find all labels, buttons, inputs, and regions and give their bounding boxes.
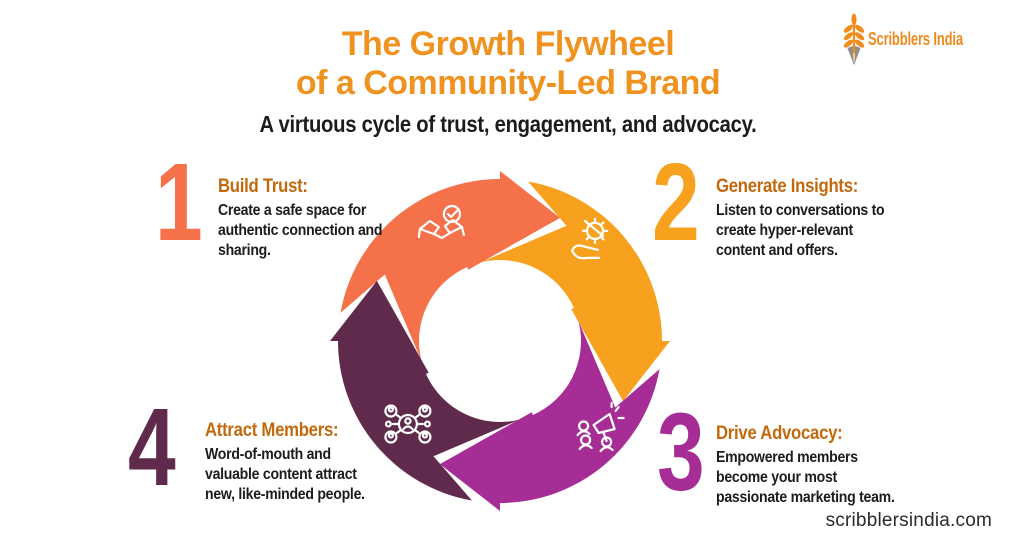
step-heading: Attract Members: [205, 420, 339, 441]
wheat-pen-icon [843, 13, 865, 66]
step-body-line: sharing. [218, 242, 271, 259]
step-number: 1 [155, 141, 203, 264]
step-text: Generate Insights: Listen to conversatio… [716, 176, 901, 261]
step-text: Build Trust: Create a safe space for aut… [218, 176, 403, 261]
step-body-line: Word-of-mouth and [205, 446, 331, 463]
title-block: The Growth Flywheel of a Community-Led B… [168, 25, 848, 138]
attract-members-arrow [330, 280, 520, 501]
page-title-line2: of a Community-Led Brand [295, 64, 721, 102]
step-body-line: become your most [716, 469, 837, 486]
step-number: 4 [128, 386, 176, 509]
brand-name: Scribblers India [868, 28, 964, 49]
step-body-line: new, like-minded people. [205, 486, 365, 503]
gear-hand-icon [570, 217, 609, 260]
step-body-line: valuable content attract [205, 466, 357, 483]
handshake-icon [417, 204, 465, 240]
step-body-line: Listen to conversations to [716, 202, 885, 219]
step-number: 3 [657, 391, 705, 514]
brand-logo: Scribblers India [840, 12, 1000, 66]
step-number: 2 [652, 141, 700, 264]
network-icon [384, 404, 432, 444]
step-text: Attract Members: Word-of-mouth and valua… [205, 420, 390, 505]
step-heading: Build Trust: [218, 176, 308, 197]
step-body-line: passionate marketing team. [716, 489, 895, 506]
step-heading: Generate Insights: [716, 176, 859, 197]
website-url: scribblersindia.com [825, 510, 992, 531]
step-body-line: create hyper-relevant [716, 222, 853, 239]
step-heading: Drive Advocacy: [716, 423, 843, 444]
generate-insights-arrow [480, 181, 670, 402]
step-body-line: Create a safe space for [218, 202, 367, 219]
step-text: Drive Advocacy: Empowered members become… [716, 423, 901, 508]
megaphone-icon [576, 401, 625, 453]
build-trust-arrow [340, 171, 561, 361]
step-body-line: content and offers. [716, 242, 838, 259]
drive-advocacy-arrow [439, 321, 660, 511]
step-body-line: authentic connection and [218, 222, 383, 239]
page-subtitle: A virtuous cycle of trust, engagement, a… [259, 111, 757, 137]
flywheel-diagram [330, 171, 670, 511]
page-title-line1: The Growth Flywheel [341, 25, 675, 63]
step-body-line: Empowered members [716, 449, 858, 466]
